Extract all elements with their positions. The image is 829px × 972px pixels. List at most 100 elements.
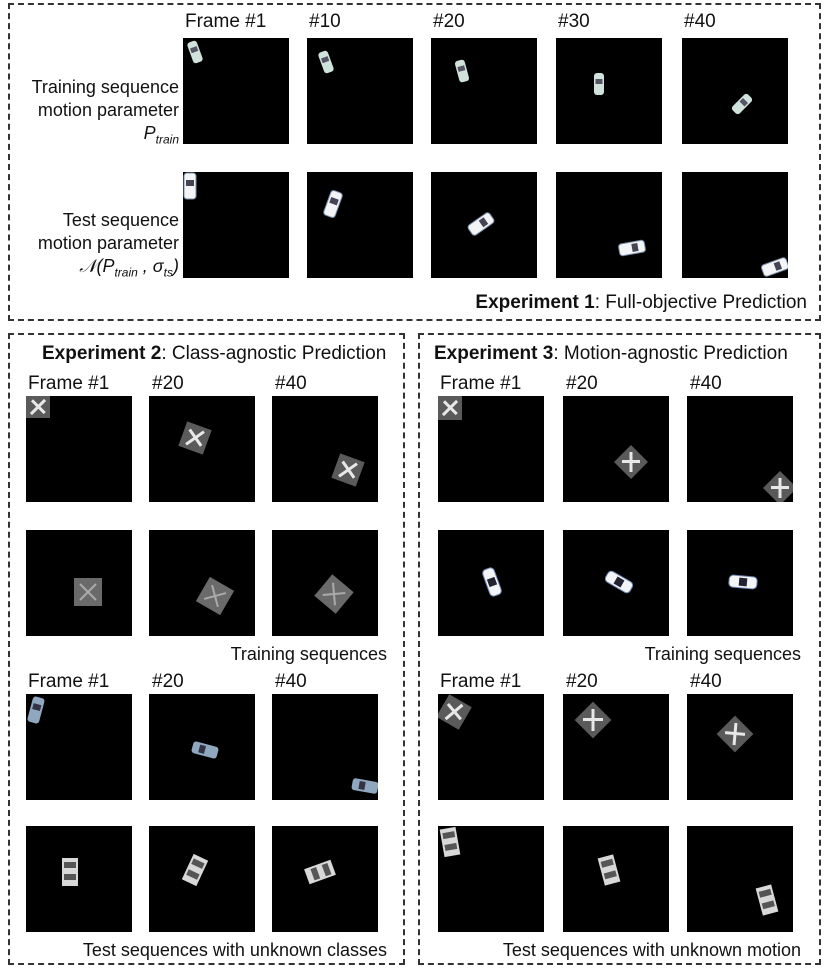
car-icon <box>323 190 343 218</box>
exp3-frame-label-40: #40 <box>690 373 722 394</box>
exp2-train-b-frame-20 <box>149 530 255 636</box>
car-icon <box>467 212 495 236</box>
car-icon <box>604 570 634 594</box>
exp3-train-b-frame-40 <box>687 530 793 636</box>
experiment-1-panel <box>8 3 821 321</box>
exp3-test-caption: Test sequences with unknown motion <box>502 940 801 960</box>
car-icon <box>761 257 788 277</box>
unknown-object-icon <box>439 826 461 858</box>
exp2-frame-label-40: #40 <box>275 373 307 394</box>
exp3-test-frame-label-20: #20 <box>566 671 598 692</box>
exp2-test-b-frame-1 <box>26 826 132 932</box>
exp1-train-frame-40 <box>682 38 788 144</box>
exp3-frame-label-20: #20 <box>566 373 598 394</box>
airplane-icon <box>438 694 472 730</box>
exp3-train-a-frame-20 <box>563 396 669 502</box>
unknown-object-icon <box>181 853 209 887</box>
exp1-frame-label-10: #10 <box>309 11 341 32</box>
exp2-test-frame-label-1: Frame #1 <box>28 671 110 692</box>
car-icon <box>187 40 203 64</box>
unknown-object-icon <box>304 859 336 885</box>
experiment-2-panel <box>8 333 405 965</box>
unknown-object-icon <box>755 884 779 916</box>
airplane-icon <box>716 715 754 753</box>
car-icon <box>351 778 378 794</box>
airplane-icon <box>178 421 212 455</box>
exp2-training-caption: Training sequences <box>230 644 387 664</box>
exp1-row2-label: Test sequence motion parameter 𝒩(Ptrain … <box>38 209 179 285</box>
exp3-test-b-frame-20 <box>563 826 669 932</box>
exp2-frame-label-20: #20 <box>152 373 184 394</box>
unknown-object-icon <box>62 858 78 886</box>
row2-param: 𝒩(Ptrain , σts) <box>79 256 179 280</box>
car-icon <box>618 239 646 257</box>
exp1-frame-label-40: #40 <box>684 11 716 32</box>
car-icon <box>27 696 45 724</box>
exp2-test-b-frame-40 <box>272 826 378 932</box>
airplane-icon <box>331 453 365 487</box>
exp1-frame-label-30: #30 <box>558 11 590 32</box>
exp1-test-frame-1 <box>183 172 289 278</box>
exp2-train-a-frame-1 <box>26 396 132 502</box>
exp1-test-frame-40 <box>682 172 788 278</box>
exp3-test-a-frame-40 <box>687 694 793 800</box>
exp3-test-frame-label-40: #40 <box>690 671 722 692</box>
exp2-title: Experiment 2: Class-agnostic Prediction <box>42 343 387 364</box>
airplane-icon <box>74 578 102 606</box>
exp1-test-frame-30 <box>556 172 662 278</box>
car-icon <box>482 567 502 597</box>
exp2-test-a-frame-1 <box>26 694 132 800</box>
exp1-train-frame-20 <box>431 38 537 144</box>
car-icon <box>183 172 197 200</box>
exp1-train-frame-1 <box>183 38 289 144</box>
exp3-test-b-frame-40 <box>687 826 793 932</box>
exp1-train-frame-10 <box>307 38 413 144</box>
exp2-test-frame-label-20: #20 <box>152 671 184 692</box>
exp2-train-b-frame-40 <box>272 530 378 636</box>
exp1-frame-label-20: #20 <box>433 11 465 32</box>
exp3-train-b-frame-1 <box>438 530 544 636</box>
exp2-train-b-frame-1 <box>26 530 132 636</box>
car-icon <box>318 50 334 74</box>
row1-param: Ptrain <box>143 123 179 147</box>
exp3-test-a-frame-20 <box>563 694 669 800</box>
exp3-title: Experiment 3: Motion-agnostic Prediction <box>434 343 788 364</box>
exp1-frame-label-1: Frame #1 <box>185 11 267 32</box>
exp3-test-frame-label-1: Frame #1 <box>440 671 522 692</box>
row2-line-1: Test sequence <box>62 210 179 230</box>
exp3-test-b-frame-1 <box>438 826 544 932</box>
exp2-test-caption: Test sequences with unknown classes <box>82 940 387 960</box>
airplane-icon <box>574 701 612 739</box>
car-icon <box>728 574 758 590</box>
exp2-test-a-frame-40 <box>272 694 378 800</box>
exp2-frame-label-1: Frame #1 <box>28 373 110 394</box>
exp2-train-a-frame-40 <box>272 396 378 502</box>
unknown-object-icon <box>597 854 621 886</box>
car-icon <box>454 59 470 83</box>
row1-line-1: Training sequence <box>31 77 179 97</box>
car-icon <box>191 741 219 759</box>
car-icon <box>731 93 753 115</box>
airplane-icon <box>763 471 793 502</box>
exp1-row1-label: Training sequence motion parameter Ptrai… <box>32 76 179 152</box>
exp1-title: Experiment 1: Full-objective Prediction <box>475 292 807 313</box>
airplane-icon <box>438 396 462 420</box>
airplane-icon <box>195 576 235 616</box>
exp3-frame-label-1: Frame #1 <box>440 373 522 394</box>
experiment-3-panel <box>418 333 821 965</box>
exp1-train-frame-30 <box>556 38 662 144</box>
exp1-test-frame-10 <box>307 172 413 278</box>
exp2-test-frame-label-40: #40 <box>275 671 307 692</box>
exp3-test-a-frame-1 <box>438 694 544 800</box>
exp2-test-a-frame-20 <box>149 694 255 800</box>
row1-line-2: motion parameter <box>37 100 179 120</box>
exp2-train-a-frame-20 <box>149 396 255 502</box>
airplane-icon <box>26 396 50 418</box>
airplane-icon <box>314 574 354 614</box>
exp2-test-b-frame-20 <box>149 826 255 932</box>
exp3-train-a-frame-1 <box>438 396 544 502</box>
car-icon <box>594 73 604 95</box>
exp3-train-b-frame-20 <box>563 530 669 636</box>
airplane-icon <box>614 445 648 479</box>
exp3-train-a-frame-40 <box>687 396 793 502</box>
